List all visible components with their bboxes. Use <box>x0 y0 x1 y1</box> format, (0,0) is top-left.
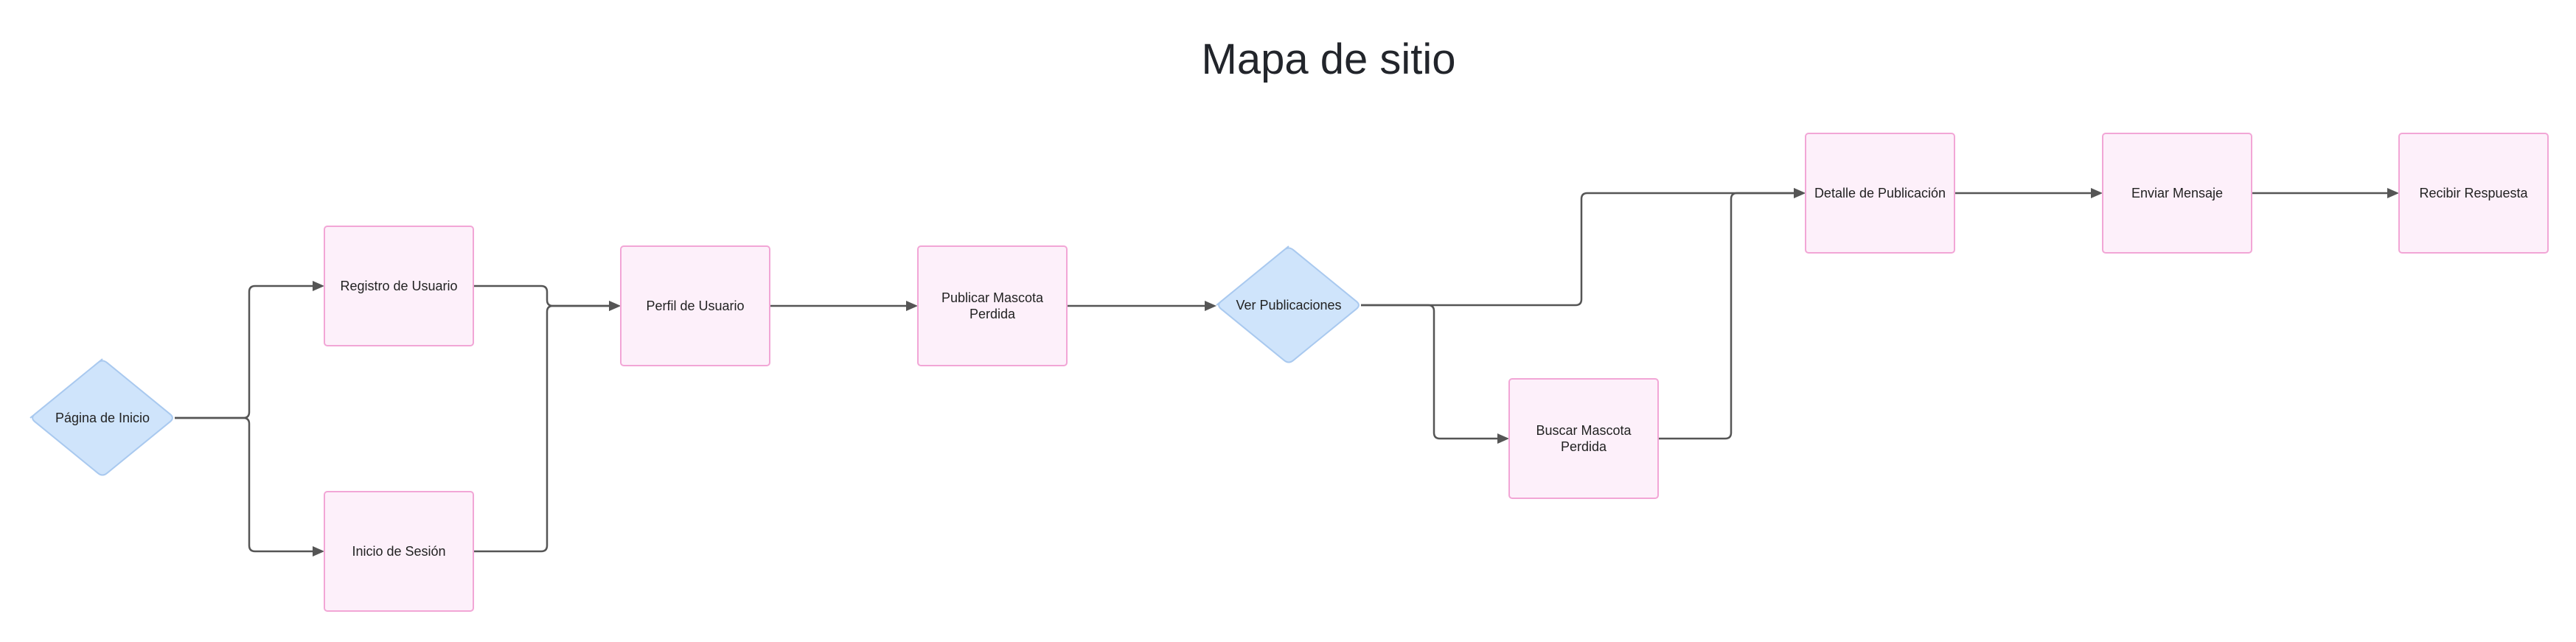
connector-ver-to-buscar <box>1361 304 1509 444</box>
connector-publicar-to-ver <box>1067 301 1216 311</box>
process-shape <box>2398 133 2549 254</box>
nodes-layer: Página de Inicio Registro de UsuarioInici… <box>29 133 2549 612</box>
process-shape <box>917 245 1068 366</box>
connector-inicio-to-sesion <box>175 416 324 556</box>
connector-line <box>175 416 313 553</box>
connector-inicio-to-registro <box>175 281 324 419</box>
node-label: Ver Publicaciones <box>1236 298 1341 313</box>
node-sesion: Inicio de Sesión <box>324 491 474 612</box>
arrowhead-icon <box>313 546 324 556</box>
node-label: Inicio de Sesión <box>352 544 445 559</box>
node-label: Enviar Mensaje <box>2131 186 2223 200</box>
arrowhead-icon <box>2387 188 2399 198</box>
connector-perfil-to-publicar <box>770 301 918 311</box>
node-label: Perfil de Usuario <box>646 299 744 313</box>
process-shape <box>2102 133 2252 254</box>
connector-detalle-to-enviar <box>1954 188 2103 198</box>
connector-ver-to-detalle <box>1361 188 1806 307</box>
connector-line <box>473 285 609 307</box>
decision-shape <box>1216 245 1360 363</box>
connector-enviar-to-recibir <box>2252 188 2399 198</box>
connector-line <box>175 285 313 419</box>
node-label: Perdida <box>1561 439 1607 454</box>
connector-registro-to-perfil <box>473 285 621 311</box>
arrowhead-icon <box>313 281 324 291</box>
node-label: Registro de Usuario <box>340 279 457 293</box>
connector-line <box>1361 192 1794 307</box>
arrowhead-icon <box>1205 301 1216 311</box>
diagram-title: Mapa de sitio <box>1202 35 1456 83</box>
connector-line <box>1658 192 1794 440</box>
node-label: Perdida <box>970 307 1016 321</box>
process-shape <box>620 245 770 366</box>
process-shape <box>1508 378 1659 499</box>
node-label: Detalle de Publicación <box>1814 186 1946 200</box>
node-label: Página de Inicio <box>55 411 150 425</box>
arrowhead-icon <box>906 301 918 311</box>
process-shape <box>324 491 474 612</box>
decision-shape <box>29 358 173 476</box>
node-label: Publicar Mascota <box>941 290 1044 305</box>
connectors-layer <box>175 188 2399 556</box>
node-detalle: Detalle de Publicación <box>1805 133 1955 254</box>
node-enviar: Enviar Mensaje <box>2102 133 2252 254</box>
node-perfil: Perfil de Usuario <box>620 245 770 366</box>
node-inicio: Página de Inicio <box>29 358 173 476</box>
node-label: Recibir Respuesta <box>2419 186 2528 200</box>
node-ver: Ver Publicaciones <box>1216 245 1360 363</box>
connector-line <box>1361 304 1497 440</box>
connector-line <box>473 304 609 553</box>
arrowhead-icon <box>1497 433 1509 444</box>
node-label: Buscar Mascota <box>1536 423 1632 438</box>
arrowhead-icon <box>609 301 621 311</box>
node-registro: Registro de Usuario <box>324 226 474 346</box>
process-shape <box>324 226 474 346</box>
process-shape <box>1805 133 1955 254</box>
connector-sesion-to-perfil <box>473 301 621 553</box>
connector-buscar-to-detalle <box>1658 188 1806 440</box>
arrowhead-icon <box>2091 188 2103 198</box>
node-recibir: Recibir Respuesta <box>2398 133 2549 254</box>
arrowhead-icon <box>1794 188 1806 198</box>
